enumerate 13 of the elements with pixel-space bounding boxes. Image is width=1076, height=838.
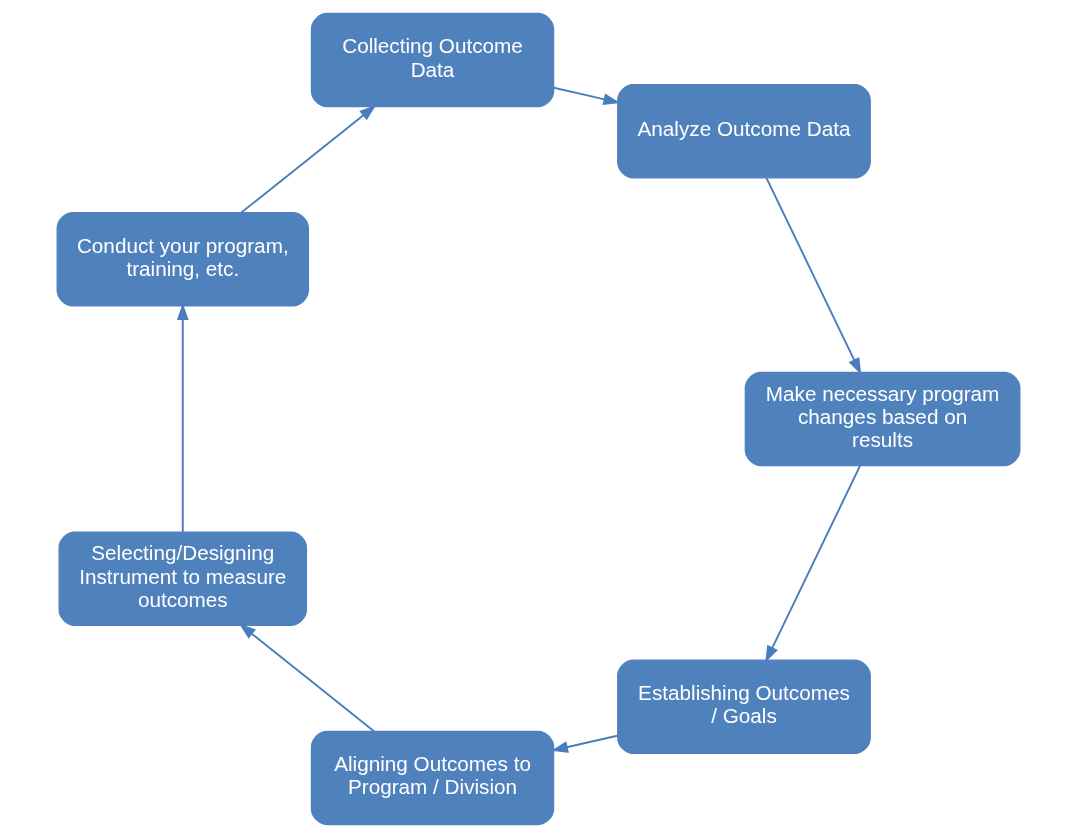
node-box: Make necessary program changes based on results xyxy=(744,371,1020,467)
node-box: Conduct your program, training, etc. xyxy=(56,212,309,307)
arrow xyxy=(552,86,620,105)
node-box: Establishing Outcomes / Goals xyxy=(616,659,871,755)
arrow xyxy=(764,464,861,663)
arrow xyxy=(765,177,861,375)
arrow xyxy=(239,105,376,214)
node-box: Collecting Outcome Data xyxy=(310,12,554,108)
node-box: Aligning Outcomes to Program / Division xyxy=(310,730,554,826)
node-box: Analyze Outcome Data xyxy=(616,83,871,179)
arrow xyxy=(176,303,189,533)
arrow xyxy=(238,623,375,733)
node-box: Selecting/Designing Instrument to measure outcomes xyxy=(57,531,307,626)
